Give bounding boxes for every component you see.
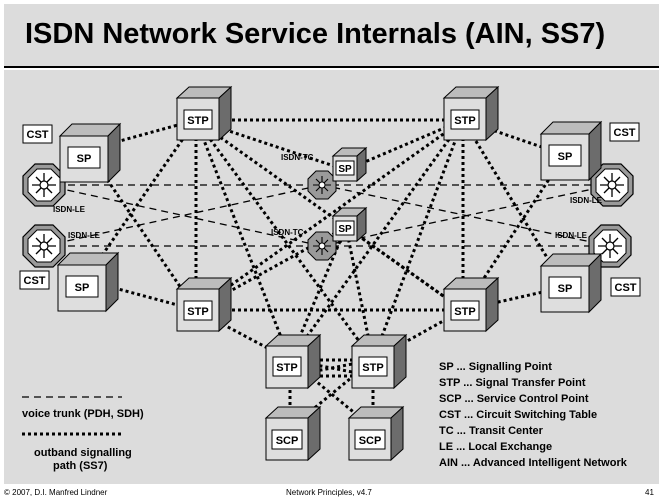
cst-box: CST <box>610 277 641 297</box>
svg-text:SCP: SCP <box>359 435 382 447</box>
sp-node: SP <box>56 251 120 313</box>
sp-node: SP <box>58 122 122 184</box>
stp-node: STP <box>350 333 408 390</box>
abbrev-scp: SCP ... Service Control Point <box>439 393 589 405</box>
scp-node: SCP <box>347 405 405 462</box>
svg-text:SP: SP <box>338 164 352 175</box>
svg-text:SP: SP <box>558 151 573 163</box>
svg-text:STP: STP <box>187 115 208 127</box>
legend-voice-trunk: voice trunk (PDH, SDH) <box>22 408 144 420</box>
svg-text:SP: SP <box>558 283 573 295</box>
stp-node: STP <box>442 276 500 333</box>
sp-node: SP <box>331 206 368 243</box>
stp-node: STP <box>264 333 322 390</box>
cst-box: CST <box>609 122 640 142</box>
svg-text:CST: CST <box>24 275 46 287</box>
slide-title: ISDN Network Service Internals (AIN, SS7… <box>25 18 606 50</box>
svg-text:CST: CST <box>27 129 49 141</box>
svg-text:STP: STP <box>454 115 475 127</box>
title-bar: ISDN Network Service Internals (AIN, SS7… <box>4 4 659 68</box>
stp-node: STP <box>442 85 500 142</box>
svg-text:STP: STP <box>187 306 208 318</box>
scp-node: SCP <box>264 405 322 462</box>
isdn-tc-exchange-icon <box>307 231 337 261</box>
isdn-le-label: ISDN-LE <box>555 231 588 240</box>
legend-signalling-line2: path (SS7) <box>53 460 108 472</box>
footer-course: Network Principles, v4.7 <box>286 488 372 497</box>
stp-node: STP <box>175 85 233 142</box>
abbrev-sp: SP ... Signalling Point <box>439 361 552 373</box>
svg-text:CST: CST <box>615 282 637 294</box>
svg-text:SP: SP <box>338 224 352 235</box>
svg-text:SP: SP <box>75 282 90 294</box>
isdn-le-label: ISDN-LE <box>570 196 603 205</box>
cst-box: CST <box>19 270 50 290</box>
footer-copyright: © 2007, D.I. Manfred Lindner <box>4 488 108 497</box>
sp-node: SP <box>539 120 603 182</box>
abbrev-cst: CST ... Circuit Switching Table <box>439 409 597 421</box>
isdn-le-exchange-icon <box>22 163 66 207</box>
isdn-le-label: ISDN-LE <box>53 205 86 214</box>
isdn-le-label: ISDN-LE <box>68 231 101 240</box>
svg-text:STP: STP <box>362 362 383 374</box>
svg-text:STP: STP <box>276 362 297 374</box>
abbrev-stp: STP ... Signal Transfer Point <box>439 377 586 389</box>
legend-signalling-line1: outband signalling <box>34 447 132 459</box>
isdn-tc-label: ISDN-TC <box>271 228 304 237</box>
isdn-tc-label: ISDN-TC <box>281 153 314 162</box>
svg-text:CST: CST <box>614 127 636 139</box>
abbrev-le: LE ... Local Exchange <box>439 441 552 453</box>
isdn-tc-exchange-icon <box>307 170 337 200</box>
abbrev-ain: AIN ... Advanced Intelligent Network <box>439 457 628 469</box>
sp-node: SP <box>539 252 603 314</box>
svg-text:SP: SP <box>77 153 92 165</box>
footer-page-number: 41 <box>645 488 654 497</box>
isdn-le-exchange-icon <box>22 224 66 268</box>
svg-text:STP: STP <box>454 306 475 318</box>
abbrev-tc: TC ... Transit Center <box>439 425 544 437</box>
cst-box: CST <box>22 124 53 144</box>
sp-node: SP <box>331 146 368 183</box>
svg-text:SCP: SCP <box>276 435 299 447</box>
stp-node: STP <box>175 276 233 333</box>
